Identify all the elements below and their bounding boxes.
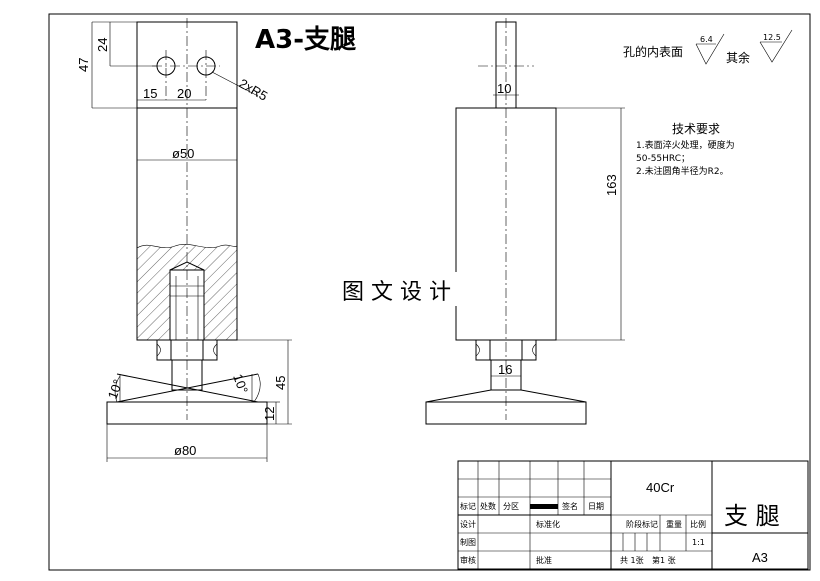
dim-163: 163 [604, 174, 619, 196]
roughness-notes: 孔的内表面 6.4 其余 12.5 [623, 29, 793, 65]
title-block: 标记 处数 分区 签名 日期 设计 标准化 制图 审核 批准 40Cr 阶段标记… [457, 460, 809, 570]
dim-12: 12 [262, 407, 277, 421]
tb-sign: 签名 [562, 501, 578, 511]
dim-47: 47 [76, 58, 91, 72]
tb-stage: 阶段标记 [626, 519, 658, 529]
tb-date: 日期 [588, 502, 604, 511]
drawing-title: A3-支腿 [255, 25, 356, 55]
dim-dia80: ø80 [174, 443, 196, 458]
tech-title: 技术要求 [672, 122, 720, 136]
tb-drawing-code: A3 [752, 550, 768, 565]
dim-45: 45 [273, 376, 288, 390]
tb-mark: 标记 [460, 501, 476, 511]
dim-16: 16 [498, 362, 512, 377]
tb-check: 审核 [460, 555, 476, 565]
drawing-border [48, 13, 811, 571]
tb-material: 40Cr [646, 480, 675, 495]
side-view: 10 163 16 [425, 18, 625, 425]
dim-angle-left: 10° [105, 377, 126, 401]
tb-weight: 重量 [666, 519, 682, 529]
watermark: 图 文 设 计 [342, 280, 451, 305]
tb-design: 设计 [460, 519, 476, 529]
tb-draw: 制图 [460, 537, 476, 547]
tb-ratio: 比例 [690, 519, 706, 529]
dim-24: 24 [95, 38, 110, 52]
dim-15: 15 [143, 86, 157, 101]
tech-line-1: 1.表面淬火处理，硬度为 [636, 139, 735, 151]
base-side [425, 401, 587, 425]
dim-10: 10 [497, 81, 511, 96]
tb-scale: 1:1 [692, 538, 705, 547]
dim-holes: 2xR5 [237, 76, 271, 104]
dim-20: 20 [177, 86, 191, 101]
dim-angle-right: 10° [230, 372, 251, 396]
tb-approve: 批准 [536, 555, 552, 565]
roughness-label-1: 孔的内表面 [623, 44, 683, 59]
dim-dia50: ø50 [172, 146, 194, 161]
tb-part-name: 支 腿 [724, 502, 780, 530]
tech-line-2: 50-55HRC； [636, 154, 690, 164]
base-front [106, 401, 268, 425]
tb-total: 共 1张 [620, 556, 644, 565]
roughness-value-2: 12.5 [763, 33, 781, 42]
tech-line-3: 2.未注圆角半径为R2。 [636, 165, 729, 177]
roughness-value-1: 6.4 [700, 35, 713, 44]
tb-std: 标准化 [536, 519, 560, 529]
roughness-label-2: 其余 [726, 50, 750, 65]
tb-sheet: 第1 张 [652, 555, 676, 565]
tb-count: 处数 [480, 501, 496, 511]
technical-requirements: 技术要求 1.表面淬火处理，硬度为 50-55HRC； 2.未注圆角半径为R2。 [636, 122, 735, 177]
front-view: 47 24 15 20 2xR5 ø50 45 12 10° 10° ø80 [76, 18, 292, 462]
tb-zone: 分区 [503, 502, 519, 511]
